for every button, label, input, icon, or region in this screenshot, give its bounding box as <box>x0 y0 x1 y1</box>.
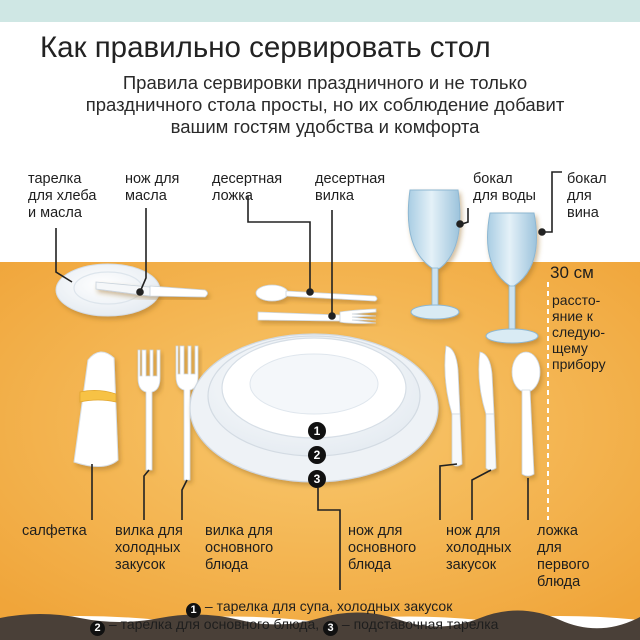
page-title: Как правильно сервировать стол <box>40 31 491 64</box>
label-water-glass: бокал для воды <box>473 171 536 204</box>
label-dessert-spoon: десертная ложка <box>212 171 283 204</box>
label-napkin: салфетка <box>22 523 87 539</box>
label-wine-glass: бокал для вина <box>567 171 607 221</box>
footnote-text-3: – подставочная тарелка <box>338 616 499 632</box>
footnote-badge-3: 3 <box>323 621 339 636</box>
wine-glass <box>485 212 539 344</box>
label-bread-plate: тарелка для хлеба и масла <box>28 171 97 221</box>
table-edge <box>0 610 640 640</box>
butter-knife <box>95 281 208 298</box>
page-subtitle: Правила сервировки праздничного и не тол… <box>85 72 565 137</box>
plate-badges <box>308 422 326 488</box>
appetizer-fork <box>137 349 161 471</box>
label-appetizer-fork: вилка для холодных закусок <box>115 523 183 573</box>
appetizer-knife <box>478 351 497 471</box>
dessert-fork <box>257 308 377 324</box>
label-soup-spoon: ложка для первого блюда <box>537 523 590 590</box>
label-butter-knife: нож для масла <box>125 171 180 204</box>
label-main-fork: вилка для основного блюда <box>205 523 274 573</box>
footnote-text-2: – тарелка для основного блюда, <box>105 616 324 632</box>
plate-number-1: 1 <box>314 424 321 438</box>
label-appetizer-knife: нож для холодных закусок <box>446 523 512 573</box>
footnote-line-2: 2 – тарелка для основного блюда, 3 – под… <box>90 616 498 636</box>
plate-number-3: 3 <box>314 472 321 486</box>
distance-value: 30 см <box>550 263 594 282</box>
footnote-badge-2: 2 <box>90 621 105 636</box>
napkin <box>73 351 119 467</box>
soup-spoon <box>511 351 541 477</box>
water-glass <box>407 189 461 320</box>
plate-number-2: 2 <box>314 448 321 462</box>
label-main-knife: нож для основного блюда <box>348 523 417 573</box>
footnote-text-1: – тарелка для супа, холодных закусок <box>201 598 453 614</box>
distance-note: рассто- яние к следую- щему прибору <box>552 292 606 372</box>
plate-stack <box>189 333 439 483</box>
footnote-line-1: 1 – тарелка для супа, холодных закусок <box>186 598 452 618</box>
footnote-badge-1: 1 <box>186 603 201 618</box>
label-dessert-fork: десертная вилка <box>315 171 386 204</box>
top-color-band <box>0 0 640 22</box>
leader-lines <box>55 171 562 590</box>
